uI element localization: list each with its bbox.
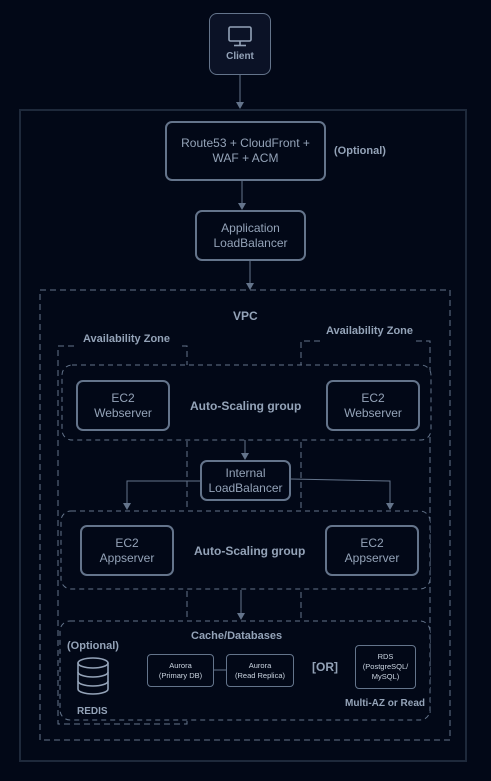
ec2-webserver-right[interactable]: EC2 Webserver [326,380,420,431]
data-tier-title: Cache/Databases [191,630,283,642]
ec2-webserver-left[interactable]: EC2 Webserver [76,380,170,431]
web-right-line2: Webserver [344,405,402,420]
az-left-label: Availability Zone [83,333,171,345]
vpc-label: VPC [233,309,258,323]
redis-label: REDIS [77,706,108,717]
rds-node[interactable]: RDS (PostgreSQL/ MySQL) [355,645,416,689]
or-label: [OR] [312,660,338,674]
redis-optional-label: (Optional) [67,640,119,652]
ec2-appserver-left[interactable]: EC2 Appserver [80,525,174,576]
ilb-line1: Internal [225,465,266,480]
alb-node[interactable]: Application LoadBalancer [195,210,306,261]
web-asg-label: Auto-Scaling group [190,399,302,413]
az-left-boundary [57,345,188,725]
alb-line2: LoadBalancer [213,235,288,250]
aurora-primary-line2: (Primary DB) [158,670,203,680]
app-right-line1: EC2 [360,535,384,550]
web-left-line2: Webserver [94,405,152,420]
internal-lb-node[interactable]: Internal LoadBalancer [200,460,291,501]
client-node[interactable]: Client [209,13,271,75]
database-icon [77,657,109,695]
vpc-boundary [39,289,451,741]
monitor-icon [228,26,252,47]
rds-line2: (PostgreSQL/ [362,662,409,671]
cloud-boundary [19,109,467,762]
alb-line1: Application [221,220,280,235]
aurora-primary-node[interactable]: Aurora (Primary DB) [147,654,214,687]
client-label: Client [226,51,254,62]
aurora-replica-node[interactable]: Aurora (Read Replica) [226,654,294,687]
aurora-replica-line1: Aurora [248,660,272,670]
rds-line1: RDS [377,652,394,661]
aurora-primary-line1: Aurora [169,660,192,670]
edge-optional-label: (Optional) [334,145,386,157]
web-right-line1: EC2 [361,390,385,405]
web-left-line1: EC2 [111,390,135,405]
ec2-appserver-right[interactable]: EC2 Appserver [325,525,419,576]
az-right-label: Availability Zone [326,325,414,337]
app-right-line2: Appserver [344,550,400,565]
app-asg-label: Auto-Scaling group [194,544,306,558]
aurora-replica-line2: (Read Replica) [234,670,286,680]
ilb-line2: LoadBalancer [208,480,283,495]
edge-ilb-to-app-left [123,480,200,510]
app-left-line1: EC2 [115,535,139,550]
edge-services-node[interactable]: Route53 + CloudFront + WAF + ACM [165,121,326,181]
app-left-line2: Appserver [99,550,155,565]
rds-line3: MySQL) [371,672,400,681]
edge-services-line2: WAF + ACM [212,151,279,165]
edge-services-line1: Route53 + CloudFront + [181,136,310,150]
edge-ilb-to-app-right [290,478,394,510]
data-tier-footer: Multi-AZ or Read [345,698,425,709]
